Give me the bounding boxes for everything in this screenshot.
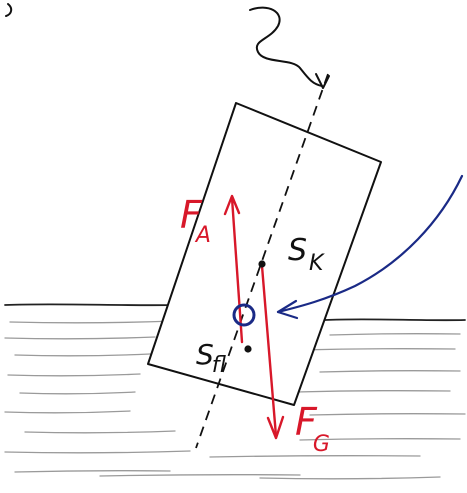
water-line [259,476,441,480]
water-line [24,430,176,434]
buoyancy-force-label: FA [180,193,211,248]
buoyancy-arrowhead-icon [223,194,241,216]
wavy-pointer-icon [249,6,323,87]
water-line [14,353,151,357]
water [4,303,466,480]
curved-arrowhead-icon [276,299,299,320]
circle-marker-icon [232,303,256,327]
water-line [9,320,176,324]
water-line [209,455,421,458]
water-line [299,438,461,441]
buoyancy-force-sub: A [194,223,211,248]
water-line [4,336,156,340]
water-line [4,450,191,454]
gravity-arrowhead-icon [266,415,285,440]
center-fluid-sub: fl [212,353,227,378]
center-body-label: SK [288,233,325,276]
water-line [319,370,461,373]
corner-mark [5,3,13,17]
symmetry-axis [195,73,329,449]
water-line [299,348,456,351]
center-fluid-point [244,345,252,353]
center-body-sub: K [309,251,325,276]
center-fluid-main: S [196,338,214,371]
water-line [14,470,171,473]
buoyancy-force-arrow [230,196,244,344]
wavy-pointer-head-icon [315,73,330,89]
water-line [309,413,466,416]
floating-block [147,102,382,406]
gravity-force-sub: G [313,432,330,457]
center-fluid-label: Sfl [196,338,227,378]
buoyancy-force-main: F [180,193,203,237]
curved-arrow-icon [276,174,464,314]
center-body-point [258,260,266,268]
water-line [99,474,301,477]
water-line [4,410,131,414]
center-body-main: S [288,233,307,268]
water-surface [4,303,466,322]
gravity-force-main: F [295,400,318,444]
water-line [7,373,141,377]
water-line [19,391,136,395]
water-line [295,390,451,393]
water-line [329,333,461,336]
gravity-force-arrow [260,264,278,438]
